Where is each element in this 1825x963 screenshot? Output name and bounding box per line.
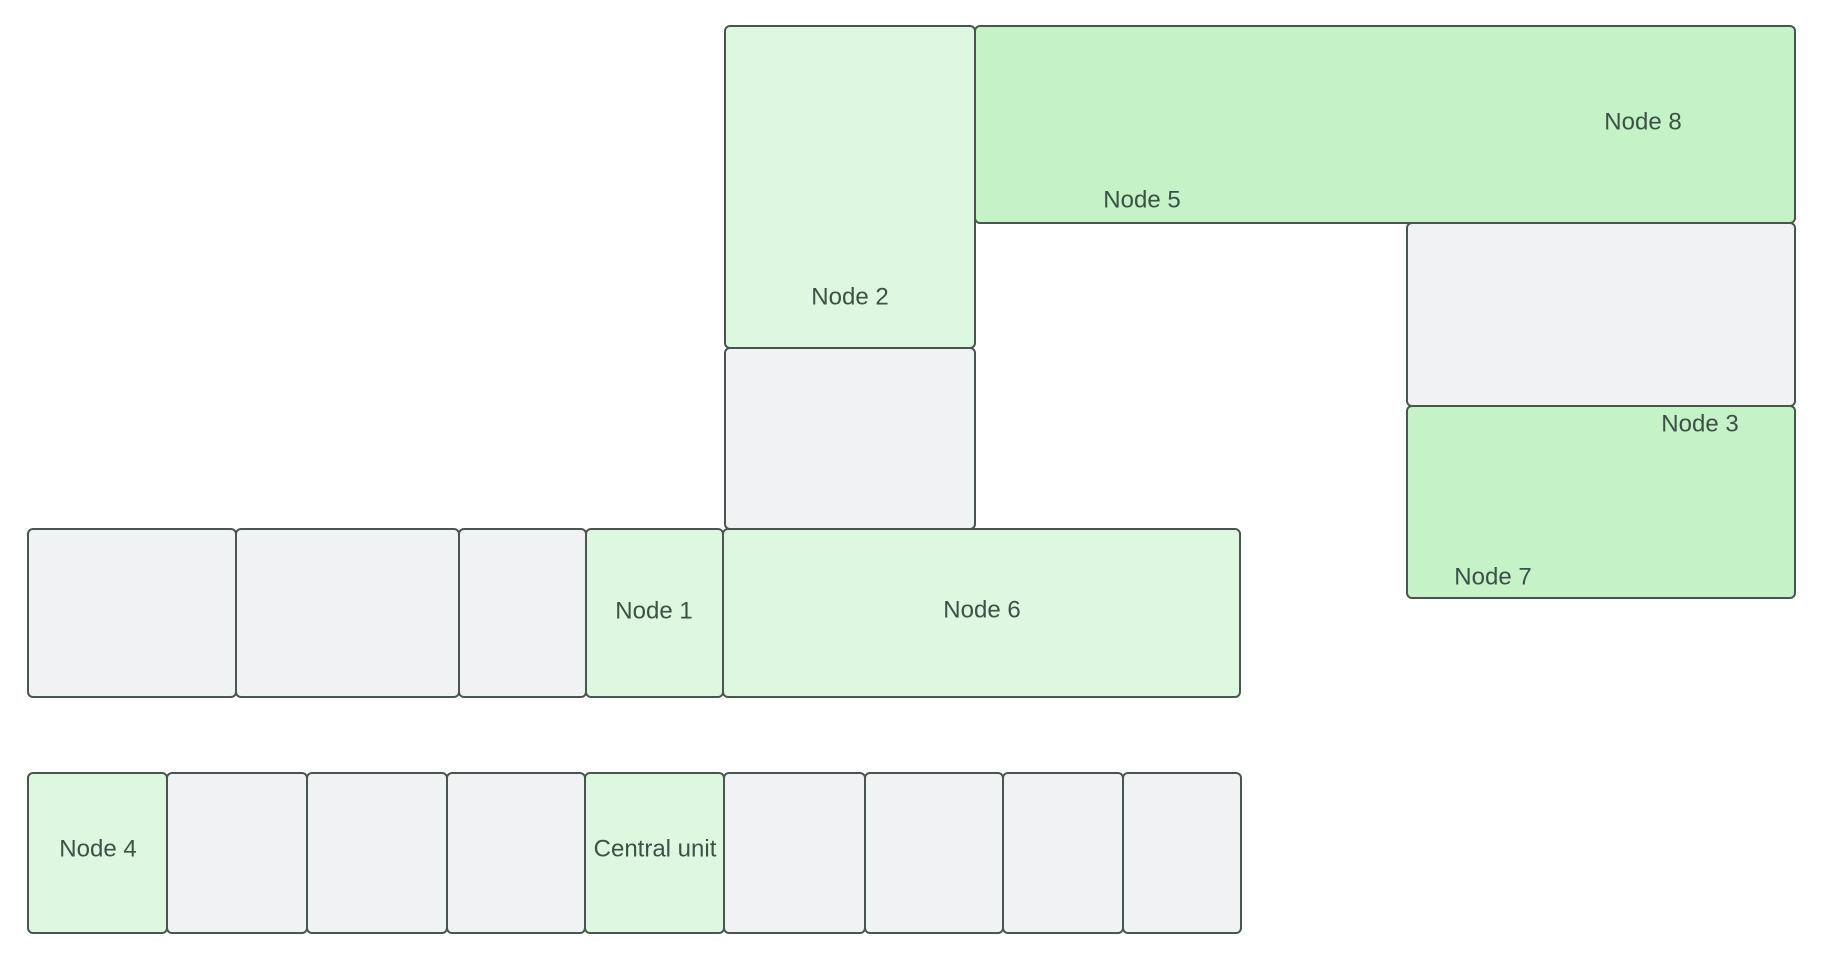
empty-box-middle-row-2[interactable]	[235, 528, 460, 698]
empty-box-right-column[interactable]	[1406, 222, 1796, 407]
empty-box-bottom-row-3[interactable]	[306, 772, 448, 934]
node-2[interactable]	[724, 25, 976, 349]
empty-box-bottom-row-4[interactable]	[446, 772, 586, 934]
node-1[interactable]	[585, 528, 724, 698]
central-unit[interactable]	[584, 772, 725, 934]
node-4[interactable]	[27, 772, 168, 934]
node-3-7-box[interactable]	[1406, 405, 1796, 599]
empty-box-below-node-2[interactable]	[724, 347, 976, 530]
node-6[interactable]	[722, 528, 1241, 698]
empty-box-bottom-row-7[interactable]	[864, 772, 1004, 934]
empty-box-middle-row-3[interactable]	[458, 528, 587, 698]
empty-box-bottom-row-8[interactable]	[1002, 772, 1124, 934]
empty-box-bottom-row-6[interactable]	[723, 772, 866, 934]
empty-box-bottom-row-9[interactable]	[1122, 772, 1242, 934]
empty-box-middle-row-1[interactable]	[27, 528, 237, 698]
empty-box-bottom-row-2[interactable]	[166, 772, 308, 934]
node-5-8-box[interactable]	[974, 25, 1796, 224]
